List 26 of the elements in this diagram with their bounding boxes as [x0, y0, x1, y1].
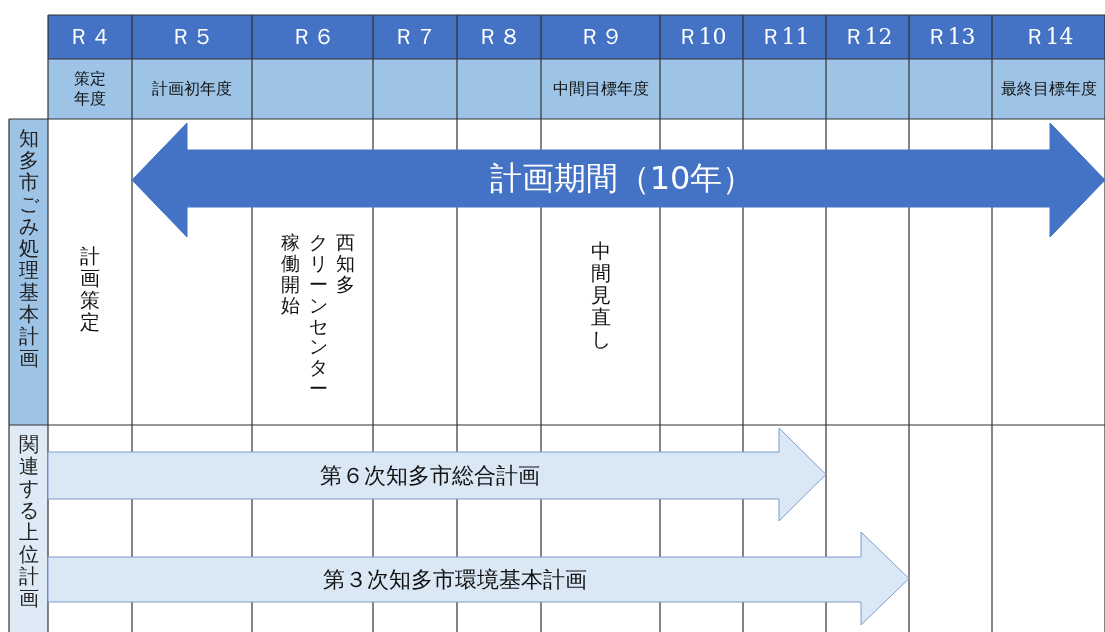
year-note: 策定年度 [73, 68, 107, 110]
event-note: 稼働開始 [281, 232, 300, 316]
year-header: Ｒ14 [1022, 23, 1075, 51]
band-label: 第６次知多市総合計画 [320, 461, 540, 490]
arrow-band [48, 532, 909, 625]
year-header: Ｒ９ [577, 23, 624, 51]
year-header: Ｒ13 [924, 23, 977, 51]
row-header: 関連する上位計画 [18, 433, 39, 609]
year-header: Ｒ８ [476, 23, 522, 51]
row-header: 知多市ごみ処理基本計画 [18, 127, 39, 369]
band-label: 第３次知多市環境基本計画 [323, 565, 587, 594]
band-label: 計画期間（10年） [489, 157, 755, 199]
event-note: クリーンセンター [309, 232, 328, 400]
event-note: 計画策定 [80, 245, 100, 333]
year-note: 中間目標年度 [551, 78, 650, 100]
year-header: Ｒ12 [841, 23, 894, 51]
event-note: 西知多 [336, 232, 355, 295]
year-note: 最終目標年度 [999, 78, 1098, 100]
year-header: Ｒ４ [67, 23, 113, 51]
year-note: 計画初年度 [151, 78, 233, 100]
year-header: Ｒ６ [289, 23, 336, 51]
year-header: Ｒ11 [758, 23, 811, 51]
year-header: Ｒ10 [675, 23, 728, 51]
year-header: Ｒ７ [392, 23, 438, 51]
arrow-band [48, 428, 826, 521]
year-header: Ｒ５ [169, 23, 215, 51]
